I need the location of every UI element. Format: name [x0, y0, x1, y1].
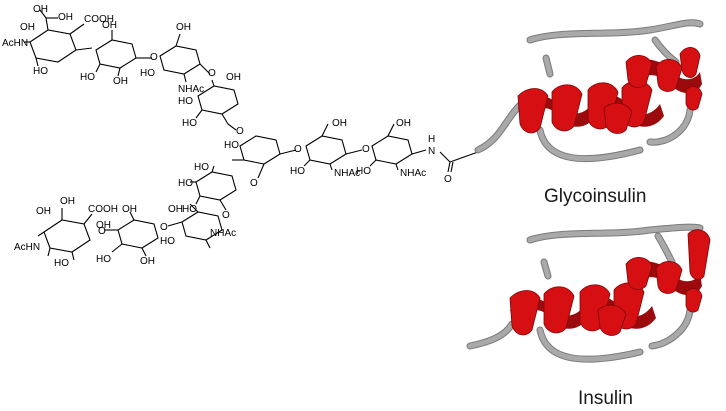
oh-label: OH	[396, 118, 411, 129]
cooh-label: COOH	[88, 204, 118, 215]
ho-label: HO	[182, 118, 197, 129]
nhac-label: NHAc	[334, 168, 360, 179]
ho-label: HO	[224, 140, 239, 151]
glycoinsulin-label: Glycoinsulin	[544, 186, 647, 207]
oh-label: OH	[20, 22, 35, 33]
nhac-label: NHAc	[178, 84, 204, 95]
helix-glyco-long	[517, 80, 664, 134]
cooh-label: COOH	[84, 14, 114, 25]
o-label: O	[236, 126, 244, 137]
galactose-top: OH HO OH O	[80, 20, 158, 87]
ho-label: HO	[182, 204, 197, 215]
mannose-upper: HO HO OH O	[178, 72, 244, 137]
oh-label: OH	[33, 4, 48, 15]
helix-glyco-short	[625, 47, 703, 111]
o-label: O	[160, 222, 168, 233]
ho-label: HO	[194, 162, 209, 173]
ho-label: HO	[80, 72, 95, 83]
oh-label: OH	[96, 220, 111, 231]
ho-label: HO	[178, 96, 193, 107]
ho-label: HO	[178, 178, 193, 189]
glycan-structure: OH OH COOH AcHN HO OH OH HO OH O OH HO	[2, 4, 479, 269]
o-label: O	[222, 210, 230, 221]
ho-label: HO	[290, 166, 305, 177]
galactose-bottom: OH HO OH O	[96, 204, 159, 267]
glcnac-core-1: OH HO NHAc O	[290, 118, 370, 179]
n-label: N	[428, 146, 435, 157]
insulin-ribbon	[466, 223, 711, 363]
ho-label: HO	[54, 258, 69, 269]
nhac-label: NHAc	[400, 168, 426, 179]
ho-label: HO	[96, 254, 111, 265]
o-label: O	[444, 174, 452, 185]
insulin-label: Insulin	[578, 388, 633, 409]
glcnac-top: OH HO NHAc O	[140, 22, 216, 95]
oh-label: OH	[122, 204, 137, 215]
ho-label: HO	[160, 236, 175, 247]
o-label: O	[208, 68, 216, 79]
helix-insulin-long	[509, 282, 656, 336]
oh-label: OH	[332, 118, 347, 129]
glycoinsulin-ribbon	[474, 19, 704, 163]
o-label: O	[294, 144, 302, 155]
helix-insulin-short	[625, 229, 711, 313]
oh-label: OH	[168, 204, 183, 215]
mannose-lower: HO HO HO O	[178, 162, 237, 221]
oh-label: OH	[102, 20, 117, 31]
ho-label: HO	[356, 166, 371, 177]
o-label: O	[150, 52, 158, 63]
achn-label: AcHN	[14, 242, 40, 253]
sialic-acid-bottom: OH OH COOH OH AcHN HO	[14, 196, 118, 269]
oh-label: OH	[58, 12, 73, 23]
ho-label: HO	[33, 66, 48, 77]
oh-label: OH	[176, 22, 191, 33]
achn-label: AcHN	[2, 38, 28, 49]
o-label: O	[98, 226, 106, 237]
h-label: H	[428, 134, 435, 145]
mannose-core: HO O O	[224, 135, 302, 189]
nhac-label: NHAc	[210, 228, 236, 239]
ho-label: HO	[140, 68, 155, 79]
oh-label: OH	[140, 256, 155, 267]
oh-label: OH	[113, 76, 128, 87]
oh-label: OH	[226, 72, 241, 83]
o-label: O	[250, 178, 258, 189]
glcnac-bottom: OH HO NHAc O	[160, 203, 236, 249]
oh-label: OH	[60, 196, 75, 207]
sialic-acid-top: OH OH COOH AcHN HO OH	[2, 4, 114, 77]
glcnac-core-2: OH HO NHAc H N O	[356, 118, 479, 185]
o-label: O	[362, 144, 370, 155]
oh-label: OH	[36, 206, 51, 217]
